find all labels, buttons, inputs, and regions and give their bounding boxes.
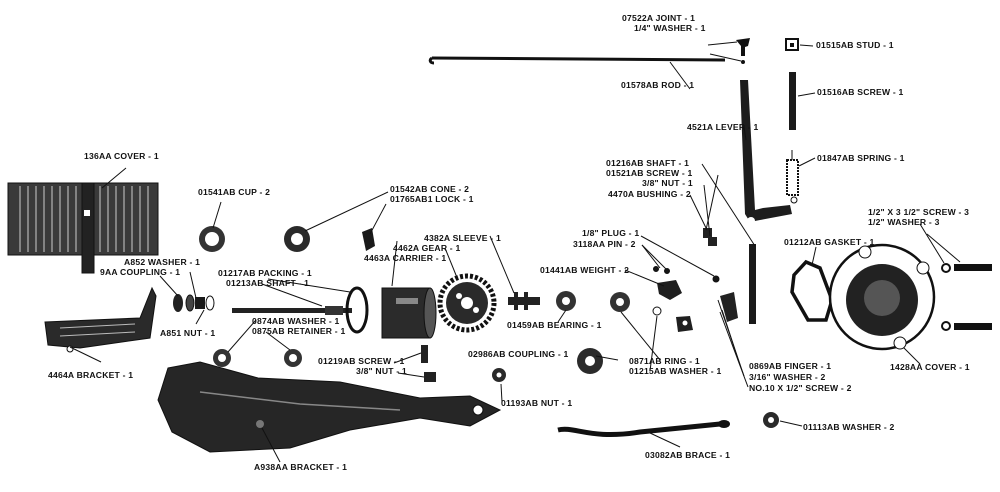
cup-01541ab-drawing [199, 226, 225, 252]
screw-nut-drawing [421, 345, 436, 382]
packing-ring-drawing [345, 286, 369, 334]
label-weight: 01441AB WEIGHT - 2 [540, 265, 629, 275]
spring-01847ab-drawing [786, 150, 799, 204]
label-nut-38-b: 3/8" NUT - 1 [356, 366, 407, 376]
label-cone: 01542AB CONE - 2 [390, 184, 469, 194]
label-washer-01215: 01215AB WASHER - 1 [629, 366, 721, 376]
label-washer-0874: 0874AB WASHER - 1 [252, 316, 339, 326]
label-nut-a851: A851 NUT - 1 [160, 328, 215, 338]
label-retainer: 0875AB RETAINER - 1 [252, 326, 345, 336]
weight-drawing [657, 280, 693, 332]
label-coupling-02986: 02986AB COUPLING - 1 [468, 349, 568, 359]
ring-washer-drawing [610, 292, 662, 316]
label-bearing: 01459AB BEARING - 1 [507, 320, 602, 330]
label-screw-01521: 01521AB SCREW - 1 [606, 168, 693, 178]
label-carrier: 4463A CARRIER - 1 [364, 253, 446, 263]
nut-01193ab-drawing [492, 368, 506, 382]
label-bracket-a938: A938AA BRACKET - 1 [254, 462, 347, 472]
label-ring: 0871AB RING - 1 [629, 356, 700, 366]
cover-screws-drawing [941, 263, 992, 331]
label-gasket: 01212AB GASKET - 1 [784, 237, 875, 247]
cone-01542ab-drawing [284, 226, 310, 252]
bracket-a938aa-drawing [157, 361, 502, 453]
label-joint: 07522A JOINT - 1 [622, 13, 695, 23]
rod-01578ab-drawing [428, 56, 726, 65]
carrier-4463a-drawing [381, 287, 437, 339]
leader-lines [69, 41, 961, 463]
bracket-4464a-drawing [44, 286, 157, 353]
label-washer-a852: A852 WASHER - 1 [124, 257, 200, 267]
label-coupling-9aa: 9AA COUPLING - 1 [100, 267, 180, 277]
joint-07522a-drawing [736, 38, 750, 64]
label-packing: 01217AB PACKING - 1 [218, 268, 312, 278]
label-bracket-4464: 4464A BRACKET - 1 [48, 370, 133, 380]
label-nut-38-a: 3/8" NUT - 1 [642, 178, 693, 188]
callout-labels: 07522A JOINT - 1 1/4" WASHER - 1 01515AB… [48, 13, 970, 472]
label-shaft-01213: 01213AB SHAFT - 1 [226, 278, 309, 288]
shaft-01216ab-drawing [749, 244, 756, 324]
label-cover-1428: 1428AA COVER - 1 [890, 362, 970, 372]
washer-01113ab-drawing [763, 412, 779, 428]
label-lever: 4521A LEVER - 1 [687, 122, 758, 132]
label-screw-01516: 01516AB SCREW - 1 [817, 87, 904, 97]
stud-01515ab-drawing [785, 38, 799, 51]
label-finger: 0869AB FINGER - 1 [749, 361, 831, 371]
label-washer-316: 3/16" WASHER - 2 [749, 372, 826, 382]
label-screw-no10: NO.10 X 1/2" SCREW - 2 [749, 383, 852, 393]
lock-01765ab1-drawing [362, 228, 375, 251]
label-washer-half: 1/2" WASHER - 3 [868, 217, 940, 227]
label-screw-half: 1/2" X 3 1/2" SCREW - 3 [868, 207, 969, 217]
label-spring: 01847AB SPRING - 1 [817, 153, 905, 163]
label-sleeve: 4382A SLEEVE - 1 [424, 233, 501, 243]
coupling-assembly-drawing [173, 294, 215, 312]
label-lock: 01765AB1 LOCK - 1 [390, 194, 474, 204]
bearing-01459ab-drawing [556, 291, 576, 311]
label-bushing: 4470A BUSHING - 2 [608, 189, 691, 199]
label-cover-136: 136AA COVER - 1 [84, 151, 159, 161]
gear-4462a-drawing [437, 273, 497, 333]
label-plug: 1/8" PLUG - 1 [582, 228, 639, 238]
shaft-01213ab-drawing [232, 306, 352, 315]
label-cup: 01541AB CUP - 2 [198, 187, 270, 197]
label-shaft-01216: 01216AB SHAFT - 1 [606, 158, 689, 168]
label-screw-01219: 01219AB SCREW - 1 [318, 356, 405, 366]
label-gear: 4462A GEAR - 1 [393, 243, 460, 253]
screw-01516ab-drawing [789, 72, 796, 130]
washer-retainer-drawing [213, 349, 302, 367]
label-pin: 3118AA PIN - 2 [573, 239, 636, 249]
sleeve-4382a-drawing [508, 292, 540, 310]
lever-4521a-drawing [740, 80, 792, 225]
label-washer-quarter: 1/4" WASHER - 1 [634, 23, 706, 33]
label-rod: 01578AB ROD - 1 [621, 80, 694, 90]
cover-136aa-drawing [7, 182, 159, 274]
label-washer-01113: 01113AB WASHER - 2 [803, 422, 895, 432]
pins-drawing [653, 266, 720, 283]
coupling-02986ab-drawing [577, 348, 603, 374]
gasket-01212ab-drawing [790, 259, 834, 322]
label-nut-01193: 01193AB NUT - 1 [501, 398, 572, 408]
bushing-4470a-drawing [703, 228, 717, 246]
finger-0869ab-drawing [720, 292, 738, 322]
brace-03082ab-drawing [557, 420, 730, 437]
label-brace: 03082AB BRACE - 1 [645, 450, 730, 460]
cover-1428aa-drawing [828, 243, 936, 351]
label-stud: 01515AB STUD - 1 [816, 40, 894, 50]
